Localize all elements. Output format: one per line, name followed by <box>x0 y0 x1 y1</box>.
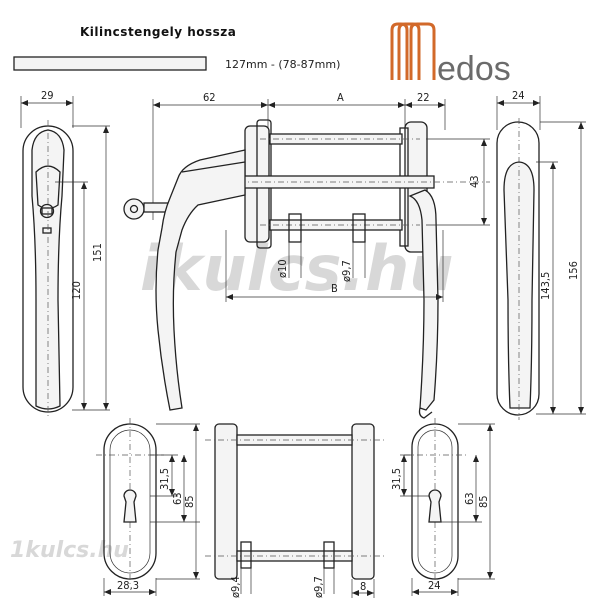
dim-side-depth: 62 <box>203 91 216 104</box>
dim-rosette-r-width: 24 <box>428 579 441 592</box>
rosette-left-view: 31,5 63 85 28,3 <box>96 418 200 596</box>
dim-rosette-r-315: 31,5 <box>390 468 403 490</box>
dim-back-1435: 143,5 <box>539 272 552 300</box>
logo-wordmark: edos <box>437 50 511 88</box>
spindle-view: ø9,4 ø9,7 8 <box>205 423 385 598</box>
dim-spindle-97: ø9,7 <box>312 576 325 598</box>
dim-rosette-r-85: 85 <box>477 495 490 508</box>
medos-logo: edos <box>390 22 511 88</box>
dim-side-dia97: ø9,7 <box>340 260 353 282</box>
dim-rosette-r-63: 63 <box>463 492 476 505</box>
dim-rosette-l-width: 28,3 <box>117 579 139 592</box>
dim-side-22: 22 <box>417 91 430 104</box>
dim-back-156: 156 <box>567 261 580 280</box>
header-title: Kilincstengely hossza <box>80 25 236 39</box>
watermark-small: 1kulcs.hu <box>10 538 129 563</box>
dim-front-height: 151 <box>91 243 104 262</box>
dim-side-43: 43 <box>468 175 481 188</box>
dim-front-width: 29 <box>41 89 54 102</box>
dim-side-a: A <box>337 91 344 104</box>
dim-side-b: B <box>331 282 338 295</box>
spindle-length-text: 127mm - (78-87mm) <box>225 58 340 71</box>
dim-rosette-l-315: 31,5 <box>158 468 171 490</box>
front-view: 29 151 120 <box>20 89 110 418</box>
dim-rosette-l-63: 63 <box>171 492 184 505</box>
dim-spindle-94: ø9,4 <box>229 576 242 598</box>
rosette-right-view: 31,5 63 85 24 <box>390 418 495 596</box>
dim-side-dia10: ø10 <box>276 259 289 278</box>
back-view: 24 143,5 156 <box>496 89 586 420</box>
dim-spindle-8: 8 <box>360 580 366 593</box>
dim-back-width: 24 <box>512 89 525 102</box>
watermark-main: ikulcs.hu <box>140 232 453 305</box>
spindle-bar-icon <box>13 56 207 71</box>
dim-rosette-l-85: 85 <box>183 495 196 508</box>
side-view: 62 A 22 ø10 ø9,7 <box>123 91 490 419</box>
dim-front-inner: 120 <box>70 281 83 300</box>
